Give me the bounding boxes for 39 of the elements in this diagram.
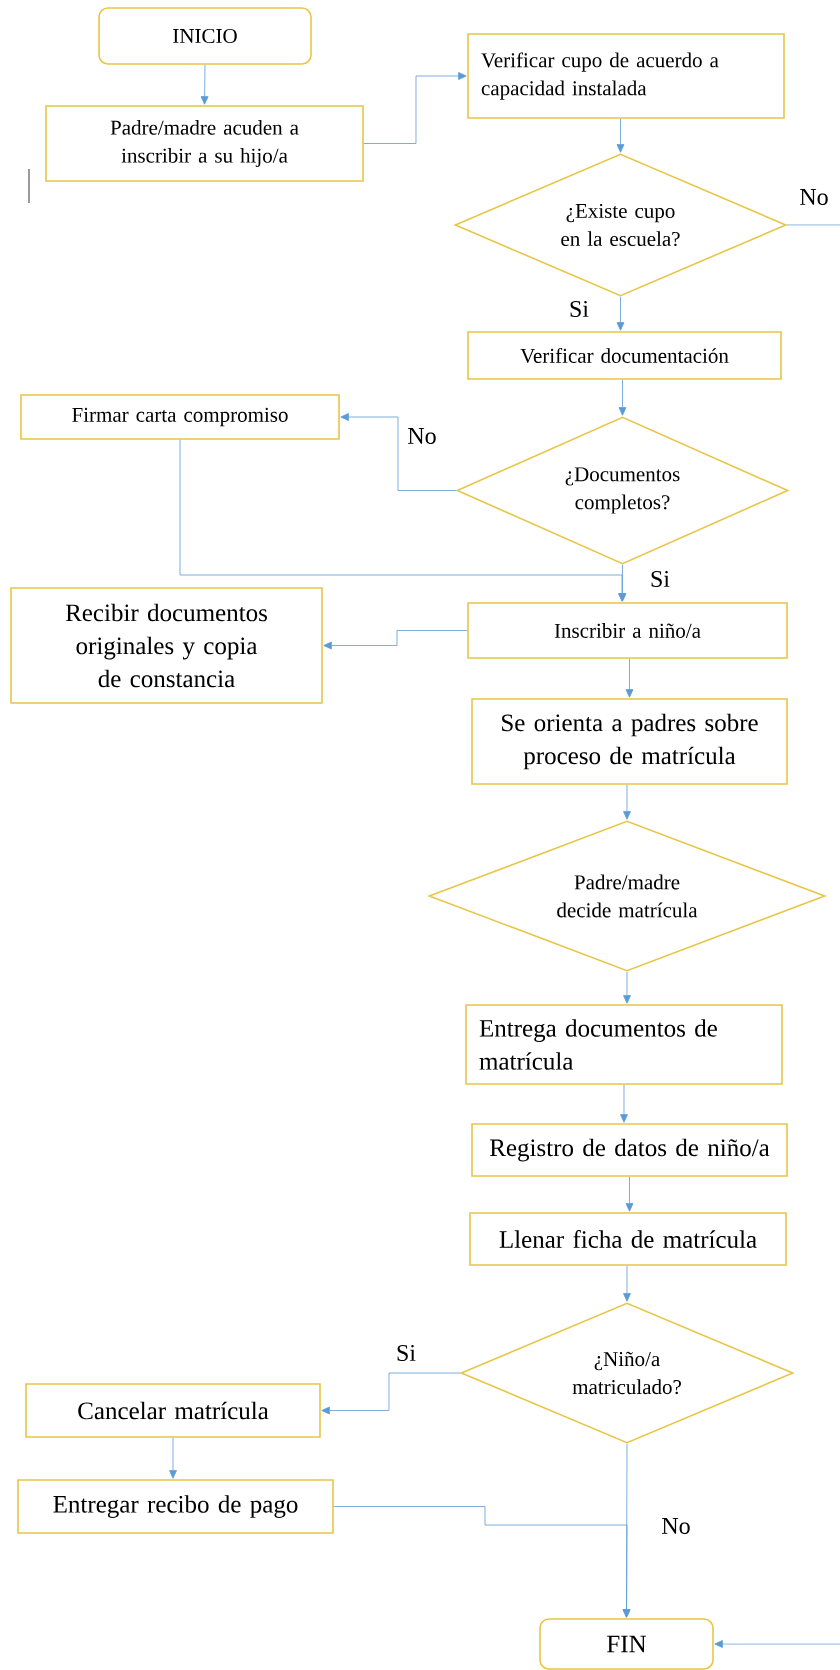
process-box: Inscribir a niño/a	[467, 602, 788, 659]
arrow	[363, 72, 467, 144]
arrow	[618, 379, 627, 416]
process-box: Verificar cupo de acuerdo a capacidad instalada	[467, 33, 785, 119]
arrow	[623, 971, 631, 1004]
terminal-box: FIN	[539, 1618, 714, 1670]
arrow	[616, 296, 625, 331]
arrow	[620, 1084, 628, 1123]
terminal-box: INICIO	[98, 7, 312, 65]
connector-line	[786, 224, 840, 226]
arrow	[714, 1640, 840, 1648]
arrow	[618, 564, 627, 602]
edge-label: No	[406, 427, 438, 445]
process-box: Firmar carta compromiso	[20, 394, 340, 440]
edge-label: No	[660, 1517, 692, 1535]
process-box: Registro de datos de niño/a	[471, 1123, 788, 1177]
edge-label: Si	[649, 569, 671, 589]
arrow	[625, 658, 634, 698]
edge-label: No	[798, 188, 830, 206]
process-box: Cancelar matrícula	[25, 1383, 321, 1438]
process-box: Entrega documentos de matrícula	[465, 1004, 783, 1085]
edge-label: Si	[395, 1343, 417, 1363]
process-box: Entregar recibo de pago	[17, 1479, 334, 1534]
arrow	[623, 784, 631, 820]
process-box: Recibir documentos originales y copia de constancia	[10, 587, 323, 704]
process-box: Padre/madre acuden a inscribir a su hijo/a	[45, 105, 364, 182]
arrow	[321, 1372, 461, 1415]
process-box: Se orienta a padres sobre proceso de matrícula	[471, 698, 788, 785]
arrow	[616, 118, 625, 153]
arrow	[340, 413, 457, 491]
arrow	[323, 630, 468, 650]
edge-label: Si	[568, 299, 590, 319]
arrow	[622, 1443, 631, 1618]
arrow	[623, 1265, 631, 1302]
arrow	[200, 64, 209, 105]
process-box: Llenar ficha de matrícula	[469, 1212, 787, 1266]
arrow	[169, 1437, 177, 1479]
process-box: Verificar documentación	[467, 331, 782, 380]
arrow	[625, 1176, 634, 1212]
